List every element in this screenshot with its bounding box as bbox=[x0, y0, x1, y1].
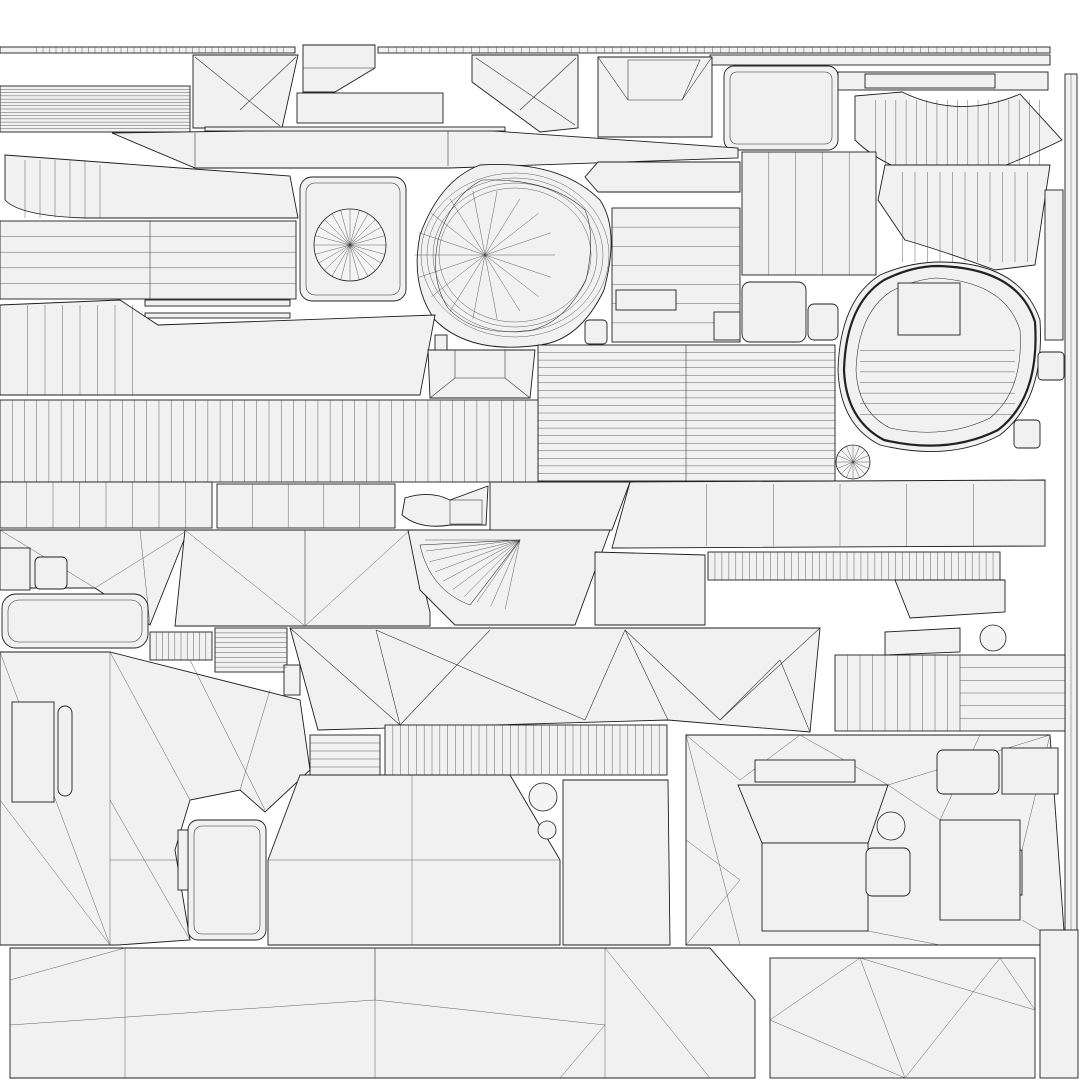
big-roof-triangles bbox=[289, 627, 821, 733]
top-frame-piece bbox=[597, 56, 713, 138]
top-right-arc-strip bbox=[854, 91, 1063, 179]
mid-bar-rows bbox=[309, 724, 668, 776]
left-fan-panel bbox=[4, 154, 299, 219]
top-triangle-piece-a bbox=[192, 54, 299, 129]
top-box-piece bbox=[296, 44, 444, 124]
long-wedge-right bbox=[489, 479, 1046, 549]
top-left-slats bbox=[0, 85, 191, 133]
vertical-bar-panel bbox=[741, 151, 877, 276]
small-pyramid-piece bbox=[427, 334, 536, 399]
radial-disc-panel bbox=[299, 176, 407, 302]
center-wide-panel bbox=[174, 529, 431, 627]
house-shape-piece bbox=[737, 759, 911, 932]
wide-plank-strip bbox=[0, 399, 539, 483]
segmented-bar-row bbox=[0, 481, 396, 529]
ring-track-piece bbox=[837, 261, 1041, 452]
spiral-dome-piece bbox=[415, 164, 612, 348]
right-vertical-strip bbox=[1064, 73, 1078, 1075]
top-strip-group bbox=[0, 46, 1051, 91]
small-bars-left bbox=[149, 627, 301, 696]
left-ribbed-block bbox=[0, 220, 297, 300]
bottom-right-panel bbox=[769, 929, 1079, 1079]
small-ui-pieces bbox=[584, 281, 839, 345]
right-curved-wedge bbox=[877, 164, 1051, 271]
top-triangle-piece-b bbox=[471, 54, 579, 133]
left-fan-panel-b bbox=[0, 299, 436, 396]
center-bottom-panel bbox=[267, 774, 561, 946]
right-center-panel bbox=[528, 779, 671, 946]
top-rounded-panel bbox=[723, 65, 839, 151]
long-wedge-strip bbox=[111, 126, 739, 169]
right-mid-strip bbox=[594, 551, 1006, 626]
center-plank-panel bbox=[537, 344, 836, 482]
right-small-rooms bbox=[936, 747, 1059, 921]
spout-piece bbox=[401, 485, 489, 527]
bottom-left-large-panel bbox=[0, 651, 311, 946]
bottom-wide-panel bbox=[9, 947, 756, 1079]
right-plank-block bbox=[834, 624, 1066, 732]
rounded-window-piece bbox=[177, 819, 267, 941]
left-rounded-bar bbox=[0, 547, 149, 649]
quarter-fan-piece bbox=[407, 529, 611, 626]
